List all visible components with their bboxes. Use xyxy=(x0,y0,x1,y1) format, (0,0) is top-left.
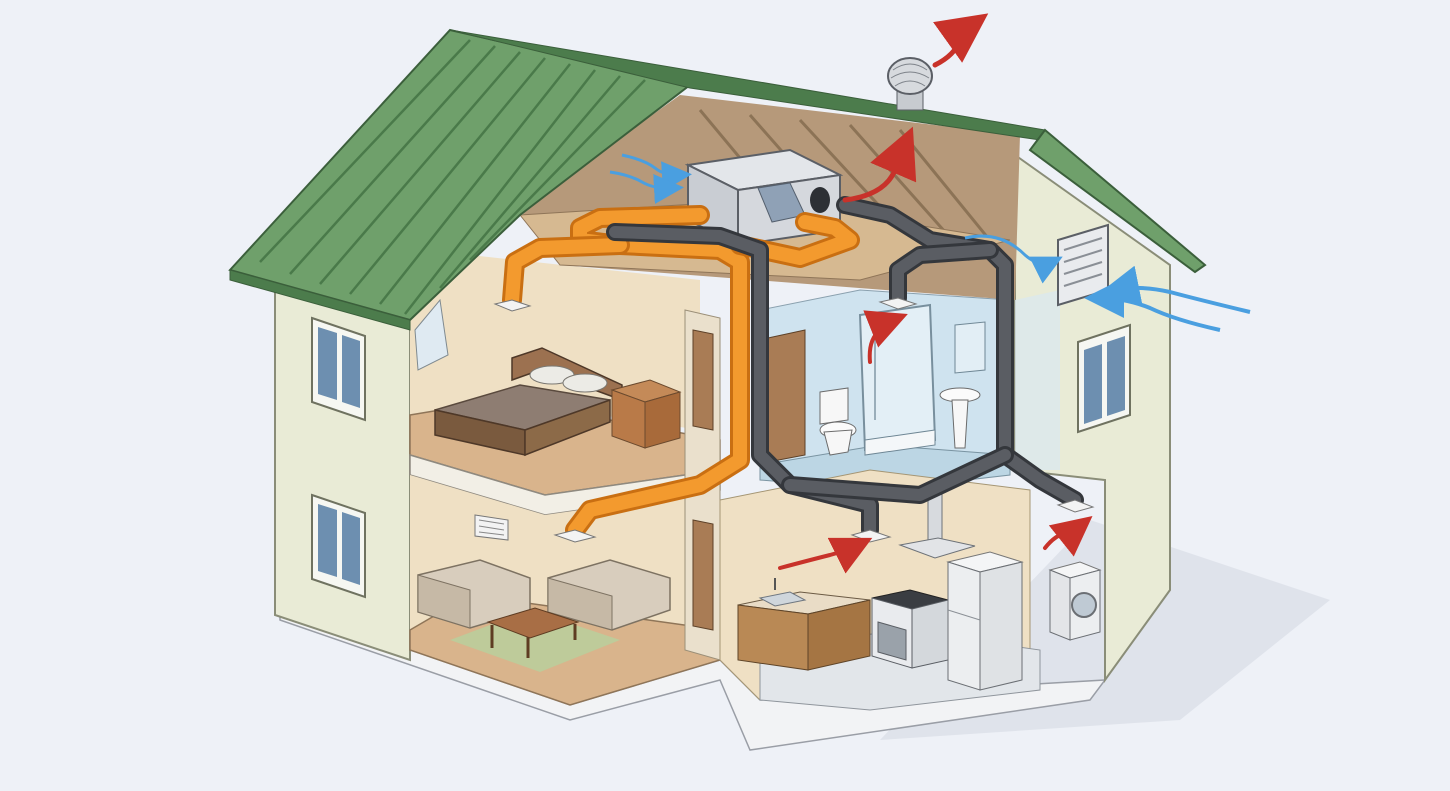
shower-icon xyxy=(858,303,937,456)
dresser-icon xyxy=(610,379,682,449)
wall-vent-grille-icon xyxy=(474,514,509,541)
window-lower-left xyxy=(311,493,366,599)
extract-valve-utility xyxy=(1056,499,1095,513)
window-right xyxy=(1077,323,1131,434)
fridge-icon xyxy=(946,551,1024,691)
upper-door xyxy=(692,329,714,431)
coffee-table-icon xyxy=(486,607,580,658)
exhaust-air-arrows xyxy=(778,13,1093,574)
bedroom-window xyxy=(414,298,449,371)
lower-door xyxy=(692,519,714,631)
extract-ducts xyxy=(606,196,1084,539)
fresh-air-arrows xyxy=(609,153,1251,332)
right-wall-shade xyxy=(1015,290,1060,470)
kitchen-cabinets-icon xyxy=(737,578,871,671)
supply-diffuser-bedroom xyxy=(493,299,532,312)
window-upper-left xyxy=(311,316,366,422)
roof-ribs xyxy=(259,39,646,315)
supply-diffuser-living xyxy=(553,529,597,543)
roof-front-edge xyxy=(229,269,411,331)
bathroom-door xyxy=(767,329,806,463)
sofa-icon xyxy=(417,559,671,631)
roof-right-eave xyxy=(1028,128,1207,274)
bed-icon xyxy=(434,347,623,457)
roof-turbine-vent-icon xyxy=(887,57,933,111)
supply-ducts xyxy=(502,205,860,540)
range-hood-icon xyxy=(898,492,976,559)
extract-valve-bathroom xyxy=(878,297,918,310)
wall-air-intake-grille-icon xyxy=(1057,223,1109,307)
toilet-icon xyxy=(819,387,857,456)
sink-icon xyxy=(939,321,986,449)
washing-machine-icon xyxy=(1048,561,1102,641)
stove-icon xyxy=(871,589,949,669)
